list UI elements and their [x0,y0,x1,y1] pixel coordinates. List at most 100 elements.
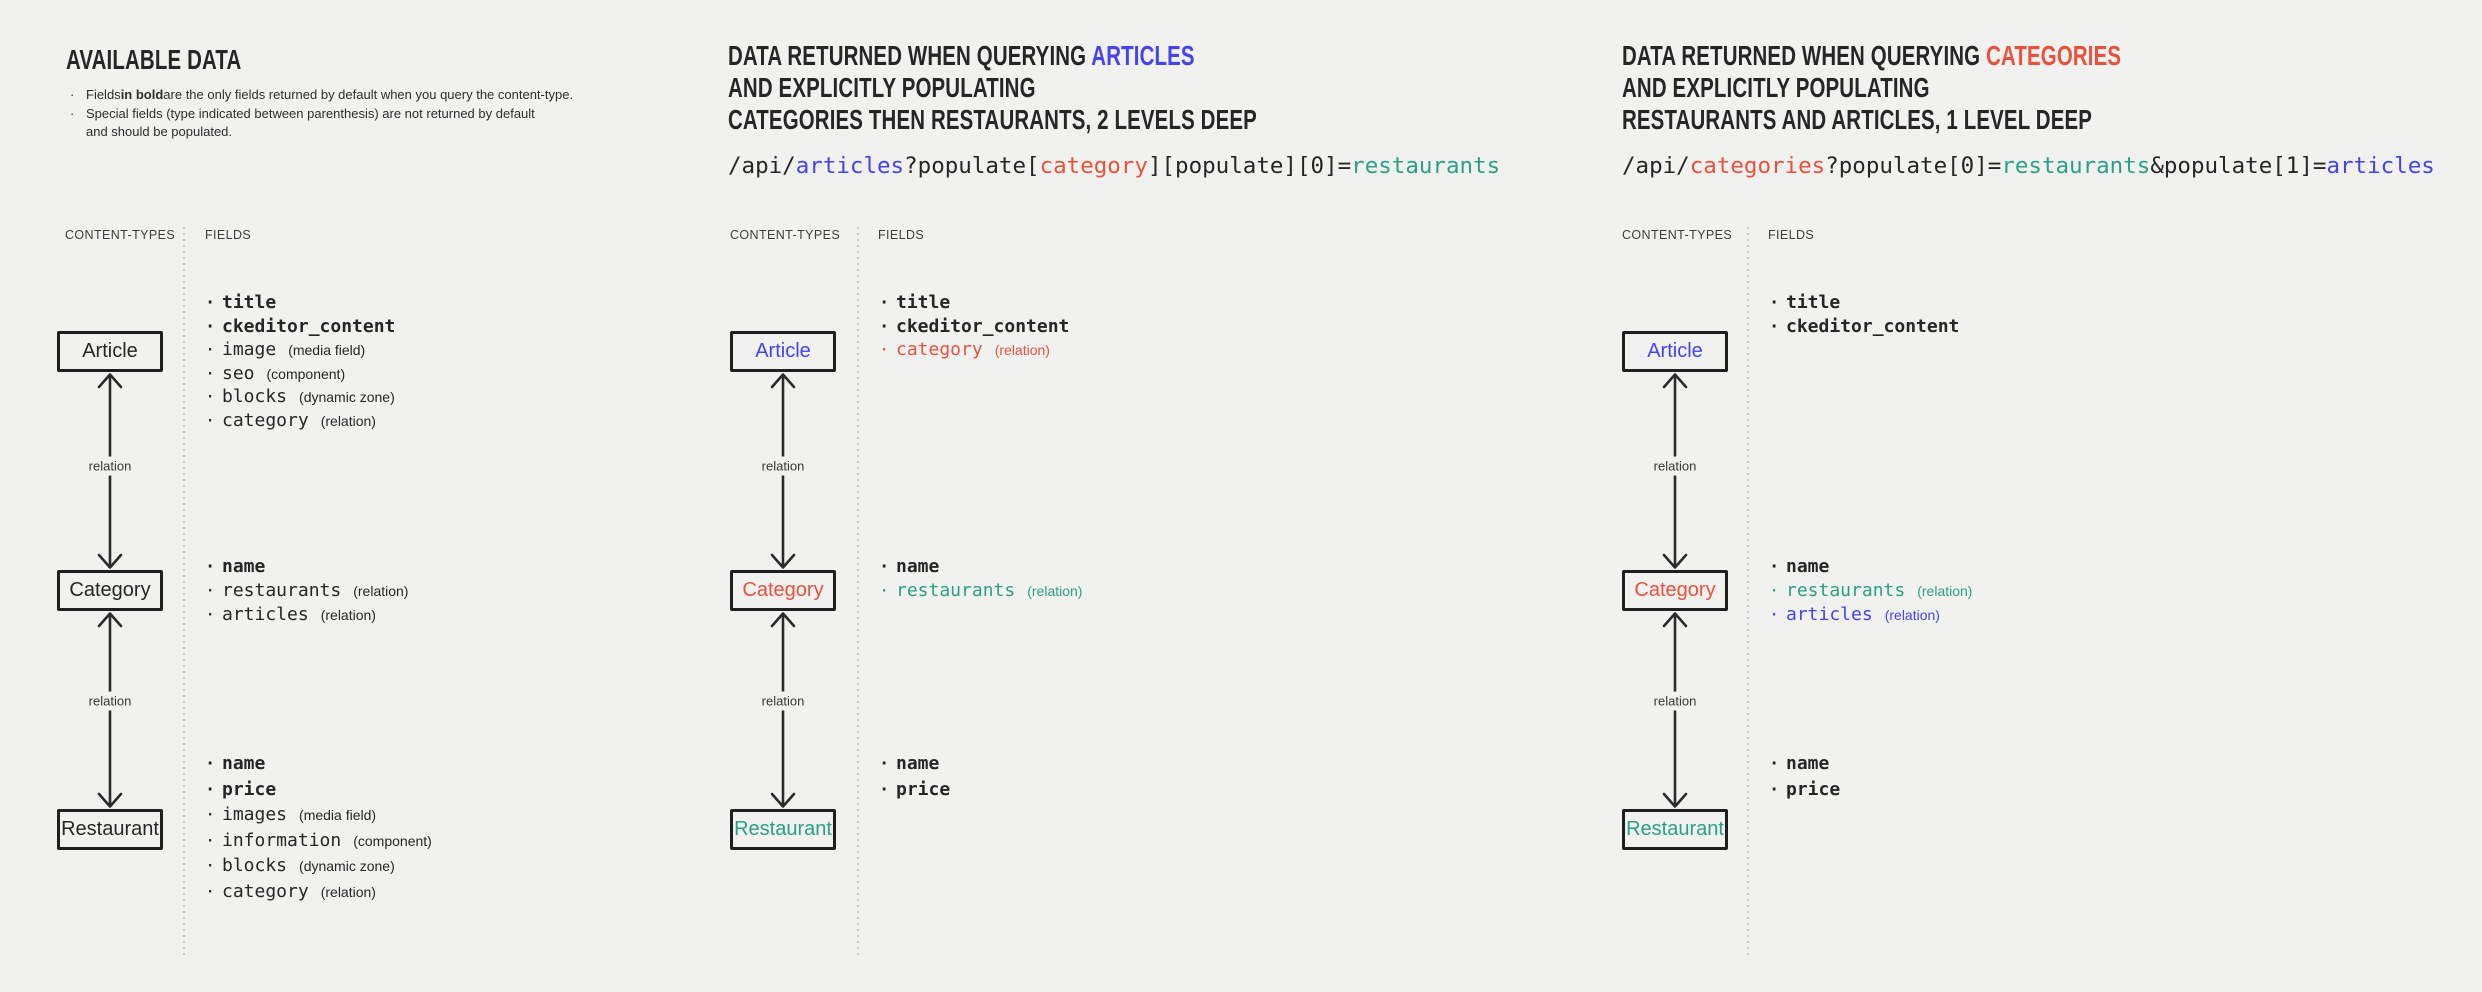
heading-segment: DATA RETURNED WHEN QUERYING [1622,40,1987,71]
bullet-icon: · [205,340,216,360]
api-query-segment: articles [795,153,905,179]
heading-segment: CATEGORIES [1986,40,2122,71]
bullet-icon: · [205,856,216,876]
api-query-segment: restaurants [1351,153,1501,179]
field-item: ·title [205,292,395,316]
field-name: category [222,409,309,431]
api-query-segment: restaurants [2001,153,2151,179]
field-item: ·image(media field) [205,339,395,363]
field-name: ckeditor_content [1786,315,1960,337]
bullet-icon: · [879,316,890,337]
field-name: price [222,778,277,800]
field-name: name [1786,556,1830,577]
note-text: Special fields (type indicated between p… [86,105,535,121]
content-types-column-label: CONTENT-TYPES [730,228,841,242]
field-item: · blocks (dynamic zone) [205,855,432,881]
field-item: ·name [205,753,432,779]
relation-label: relation [1648,456,1702,476]
api-query-segment: ][populate][0]= [1147,153,1352,179]
bullet-icon: · [205,410,216,431]
field-item: ·blocks(dynamic zone) [205,386,395,410]
heading-segment: AND EXPLICITLY POPULATING [728,72,1036,103]
field-name: images [222,804,288,825]
api-query-segment: /api/ [1622,153,1690,179]
heading-segment: RESTAURANTS AND ARTICLES, 1 LEVEL DEEP [1622,104,2093,135]
field-type-annotation: (relation) [1027,583,1083,599]
field-name: blocks [222,855,288,876]
bullet-icon: · [205,557,216,577]
relation-label: relation [756,456,810,476]
field-item: · name [1769,556,1972,580]
bullet-icon: · [70,105,75,121]
content-type-box-label: Category [742,579,824,601]
field-group: ·name·restaurants(relation)·articles(rel… [205,556,408,628]
field-name: category [896,339,983,360]
bullet-icon: · [1769,557,1780,577]
field-name: title [1786,292,1841,313]
field-item: ·information(component) [205,830,432,856]
bullet-icon: · [879,779,890,800]
bullet-icon: · [205,830,216,851]
bullet-icon: · [205,881,216,902]
content-type-box-category: Category [730,570,836,611]
field-item: · title [1769,292,1959,316]
bullet-icon: · [879,557,890,577]
content-type-box-label: Restaurant [61,818,159,840]
field-type-annotation: (dynamic zone) [299,858,395,874]
field-type-annotation: (relation) [353,583,409,599]
content-type-box-category: Category [57,570,163,611]
bullet-icon: · [205,779,216,800]
api-query-segment: /api/ [728,153,796,179]
content-type-box-label: Category [69,579,151,601]
field-name: name [222,556,266,577]
field-name: restaurants [896,580,1016,601]
field-group: ·name·price [1769,753,1840,804]
field-item: ·restaurants(relation) [205,580,408,604]
field-item: ·category(relation) [879,339,1069,363]
legend-note-line: · Special fields (type indicated between … [70,105,573,124]
note-text: Fields [86,87,121,102]
page-title: AVAILABLE DATA [66,44,242,75]
bullet-icon: · [205,581,216,601]
field-type-annotation: (relation) [1884,607,1940,623]
content-type-box-label: Category [1634,579,1716,601]
field-name: ckeditor_content [222,315,396,337]
field-group: ·name·restaurants(relation) [879,556,1082,604]
legend-notes: ·Fields in bold are the only fields retu… [70,86,573,142]
bullet-icon: · [1769,293,1780,313]
field-name: articles [222,604,309,625]
field-name: ckeditor_content [896,315,1070,337]
field-name: image [222,339,277,360]
dotted-separator [857,227,859,956]
field-item: ·name [1769,753,1840,779]
query-heading-line: DATA RETURNED WHEN QUERYING CATEGORIES [1622,40,2121,72]
field-item: · price [205,779,432,805]
field-group: ·name·price [879,753,950,804]
field-item: ·category(relation) [205,410,395,434]
content-type-box-restaurant: Restaurant [57,809,163,850]
heading-segment: ARTICLES [1091,40,1195,71]
relation-label: relation [756,691,810,711]
note-text: in bold [120,87,164,102]
field-group: · title · ckeditor_content [1769,292,1959,339]
bullet-icon: · [205,293,216,313]
field-item: ·ckeditor_content [205,316,395,340]
field-item: ·articles(relation) [205,604,408,628]
field-type-annotation: (component) [266,365,346,382]
field-type-annotation: (component) [353,832,432,849]
field-item: · ckeditor_content [879,316,1069,340]
field-item: ·price [879,779,950,805]
content-type-box-label: Restaurant [734,818,832,840]
content-type-box-label: Article [755,340,811,362]
fields-column-label: FIELDS [1768,228,1815,242]
field-item: ·restaurants(relation) [879,580,1082,604]
bullet-icon: · [1769,754,1780,774]
query-heading-line: DATA RETURNED WHEN QUERYING ARTICLES [728,40,1257,72]
api-query-url: /api/categories?populate[0]=restaurants&… [1622,151,2435,181]
bullet-icon: · [1769,316,1780,337]
content-type-box-label: Article [1647,340,1703,362]
field-name: articles [1786,604,1873,625]
content-types-column-label: CONTENT-TYPES [1622,228,1733,242]
content-types-column-label: CONTENT-TYPES [65,228,176,242]
